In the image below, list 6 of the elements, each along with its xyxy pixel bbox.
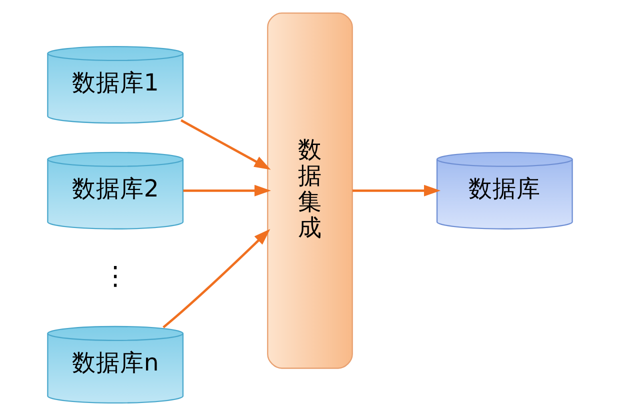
arrow	[352, 184, 440, 196]
label: ⋮	[102, 261, 128, 292]
node-box: 数据集成	[266, 12, 352, 369]
arrow	[182, 184, 270, 196]
arrow	[180, 119, 270, 170]
arrow	[162, 229, 270, 328]
